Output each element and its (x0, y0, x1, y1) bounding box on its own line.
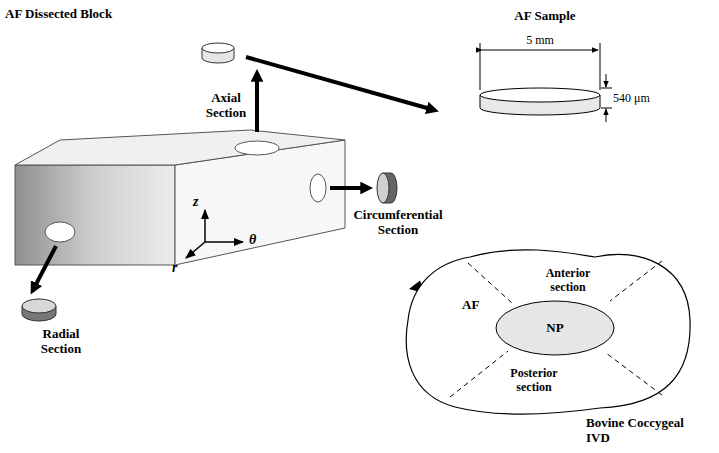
section-label: Radial Section (30, 326, 92, 356)
figure-heading: Bovine Coccygeal IVD (586, 415, 692, 445)
node-shape (470, 8, 620, 118)
dimension: 540 μm (613, 91, 673, 105)
af-block (15, 130, 345, 265)
dimension: 5 mm (515, 33, 565, 47)
circumferential-disc (377, 173, 397, 203)
axis-label: z (193, 194, 207, 210)
axis-label: r (172, 260, 186, 276)
af-sample: AF Sample (470, 8, 620, 118)
section-label: Axial Section (198, 90, 254, 120)
region-label: Anterior section (528, 266, 608, 294)
region-label: Posterior section (492, 366, 576, 394)
np-ellipse: NP (495, 300, 615, 356)
sample-heading: AF Sample (470, 8, 620, 23)
region-label: NP (495, 320, 615, 335)
axial-disc (202, 43, 234, 63)
radial-disc (22, 299, 56, 321)
block-title: AF Dissected Block (5, 6, 165, 21)
dimension-lines (480, 43, 612, 122)
section-label: Circumferential Section (346, 207, 450, 237)
axis-label: θ (249, 232, 263, 248)
axes (186, 210, 243, 258)
region-label: AF (462, 297, 492, 312)
